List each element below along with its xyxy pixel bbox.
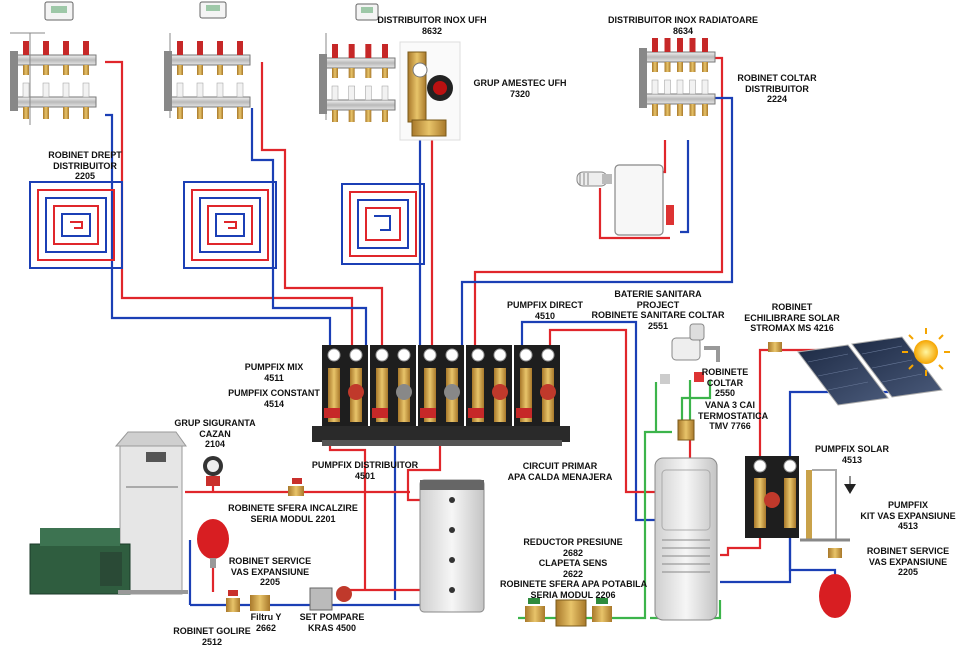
pumpfix-solar xyxy=(745,456,837,540)
expansion-vessel-left xyxy=(197,519,229,568)
pumpfix-station xyxy=(466,345,512,427)
solar-panels xyxy=(768,328,950,406)
manifolds xyxy=(10,38,716,122)
label-baterie-sanitara: BATERIE SANITARA PROJECT ROBINETE SANITA… xyxy=(591,289,725,331)
label-filtru-y: Filtru Y 2662 xyxy=(250,612,282,633)
hot-pipe xyxy=(598,188,670,240)
dhw-valve-group xyxy=(525,598,612,627)
thermostat-screen xyxy=(206,5,220,11)
label-set-pompare: SET POMPARE KRAS 4500 xyxy=(299,612,365,633)
thermostat-screen xyxy=(361,7,373,13)
label-robinete-coltar: ROBINETE COLTAR 2550 xyxy=(701,367,749,398)
water-pipe xyxy=(680,380,712,420)
pumpfix-distributor-bar xyxy=(312,426,570,442)
label-circuit-primar: CIRCUIT PRIMAR APA CALDA MENAJERA xyxy=(507,461,613,482)
label-robinet-service-vas-right: ROBINET SERVICE VAS EXPANSIUNE 2205 xyxy=(866,546,950,577)
safety-group xyxy=(203,456,223,486)
cold-pipe xyxy=(720,538,792,584)
label-robinet-golire: ROBINET GOLIRE 2512 xyxy=(173,626,251,646)
room-thermostats xyxy=(10,1,379,125)
cold-pipe xyxy=(680,140,690,234)
thermostat-screen xyxy=(51,6,67,13)
ufh-loop-2 xyxy=(183,181,277,269)
label-pumpfix-direct: PUMPFIX DIRECT 4510 xyxy=(506,300,583,321)
hot-pipe xyxy=(260,62,384,345)
pumpfix-station xyxy=(322,345,368,427)
ufh-manifold-2 xyxy=(164,41,251,119)
cold-pipe xyxy=(105,113,332,345)
radiator-manifold xyxy=(639,38,716,116)
label-robinet-drept-distribuitor: ROBINET DREPT DISTRIBUITOR 2205 xyxy=(48,150,122,181)
dhw-tank xyxy=(654,457,718,621)
hot-pipe xyxy=(548,328,655,494)
label-pumpfix-distribuitor: PUMPFIX DISTRIBUITOR 4501 xyxy=(311,460,419,481)
label-distribuitor-inox-radiatoare: DISTRIBUITOR INOX RADIATOARE 8634 xyxy=(607,15,758,36)
sun-icon xyxy=(914,340,938,364)
label-robinet-coltar-distribuitor: ROBINET COLTAR DISTRIBUITOR 2224 xyxy=(737,73,817,104)
expansion-vessel-right xyxy=(800,476,856,618)
label-robinet-service-vas-left: ROBINET SERVICE VAS EXPANSIUNE 2205 xyxy=(228,556,312,587)
label-reductor-presiune: REDUCTOR PRESIUNE 2682 CLAPETA SENS 2622… xyxy=(500,537,648,600)
cold-pipe xyxy=(250,108,368,345)
label-distribuitor-inox-ufh: DISTRIBUITOR INOX UFH 8632 xyxy=(377,15,487,36)
ufh-manifold-3 xyxy=(319,44,396,122)
label-pumpfix-solar: PUMPFIX SOLAR 4513 xyxy=(814,444,889,465)
ufh-loop-3 xyxy=(341,183,425,265)
hot-pipe xyxy=(406,438,442,502)
cold-pipe xyxy=(520,320,655,522)
buffer-tank xyxy=(419,479,485,613)
pump-set xyxy=(309,587,333,611)
hot-pipe xyxy=(720,538,762,557)
pumpfix-station xyxy=(514,345,560,427)
cold-pipe xyxy=(460,96,734,345)
boiler-valves xyxy=(226,478,352,612)
label-grup-siguranta-cazan: GRUP SIGURANTA CAZAN 2104 xyxy=(174,418,256,449)
pumpfix-station xyxy=(370,345,416,427)
pumpfix-station xyxy=(418,345,464,427)
boiler xyxy=(29,431,188,595)
tmv-valve xyxy=(677,419,695,441)
ufh-loops xyxy=(29,181,425,269)
balancing-valve xyxy=(768,342,782,352)
radiator xyxy=(576,164,674,236)
label-grup-amestec-ufh: GRUP AMESTEC UFH 7320 xyxy=(473,78,567,99)
ufh-mixing-group xyxy=(399,41,461,141)
hot-pipe xyxy=(473,56,724,345)
label-pumpfix-kit-vas: PUMPFIX KIT VAS EXPANSIUNE 4513 xyxy=(860,500,956,531)
label-pumpfix-constant: PUMPFIX CONSTANT 4514 xyxy=(228,388,320,409)
filter-y xyxy=(250,595,270,611)
label-pumpfix-mix: PUMPFIX MIX 4511 xyxy=(244,362,304,383)
pumpfix-stations xyxy=(322,345,560,427)
label-robinet-echilibrare-solar: ROBINET ECHILIBRARE SOLAR STROMAX MS 421… xyxy=(744,302,840,333)
sanitary-faucet xyxy=(660,323,720,441)
label-robinete-sfera-incalzire: ROBINETE SFERA INCALZIRE SERIA MODUL 220… xyxy=(228,503,358,524)
label-vana-3-cai: VANA 3 CAI TERMOSTATICA TMV 7766 xyxy=(698,400,769,431)
ufh-loop-1 xyxy=(29,181,123,269)
cold-pipe xyxy=(788,538,837,580)
ufh-manifold-1 xyxy=(10,41,97,119)
hot-pipe xyxy=(105,60,354,345)
